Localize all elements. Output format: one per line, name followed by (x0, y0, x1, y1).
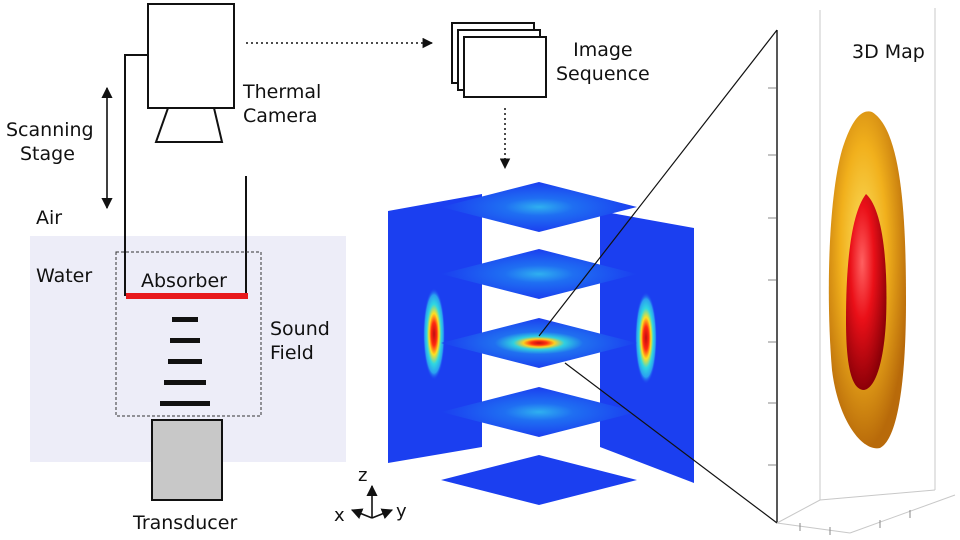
sound-field-label: Sound Field (270, 318, 330, 364)
slice-2 (441, 249, 637, 299)
scanning-stage-label: Scanning Stage (6, 119, 94, 165)
zoom-line-bottom (564, 362, 778, 524)
slice-5 (441, 455, 637, 505)
axis-y-label: y (396, 501, 407, 522)
zoom-line-top (538, 29, 778, 337)
image-sequence-label: Image Sequence (556, 39, 650, 85)
absorber-label: Absorber (141, 270, 227, 292)
map-3d-label: 3D Map (852, 41, 925, 63)
stage-holder-frame (124, 54, 247, 296)
image-sequence-icon (451, 22, 547, 98)
thermal-camera-label: Thermal Camera (243, 81, 322, 127)
left-sound-field-wall (388, 194, 482, 463)
transducer-icon (151, 419, 223, 501)
map-3d-box (776, 8, 956, 534)
isosurface-inner (846, 194, 887, 390)
axis-z-label: z (358, 465, 368, 486)
axis-x-label: x (334, 505, 345, 526)
axis-triad-icon (350, 484, 394, 519)
water-label: Water (36, 265, 93, 287)
air-label: Air (36, 207, 63, 229)
map-3d-ticks (768, 87, 911, 535)
sound-wavefronts (160, 317, 210, 406)
slice-3-focal (441, 318, 637, 368)
slice-4 (441, 387, 637, 437)
thermal-camera-icon (147, 3, 235, 143)
transducer-label: Transducer (133, 512, 238, 534)
slice-1 (441, 182, 637, 232)
sound-field-box (115, 251, 262, 417)
absorber-plate (126, 293, 248, 299)
